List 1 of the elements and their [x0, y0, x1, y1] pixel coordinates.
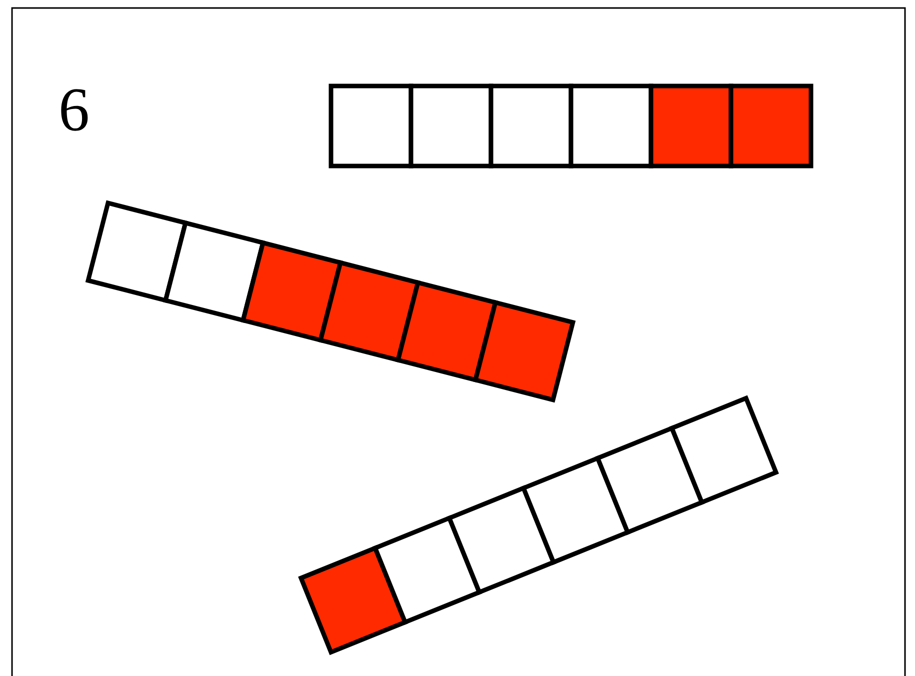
figure-number: 6 [61, 89, 88, 131]
